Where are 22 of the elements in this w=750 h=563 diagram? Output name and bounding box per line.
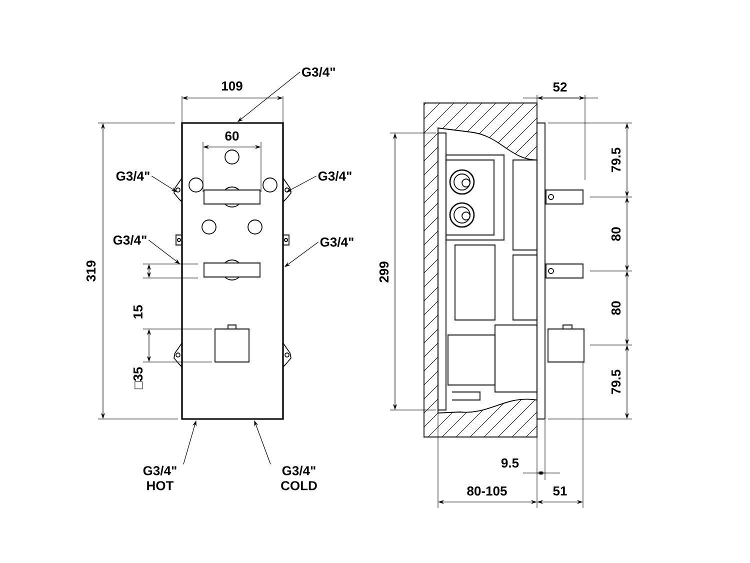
callout-label: G3/4" <box>116 171 150 181</box>
dimension-label: □35 <box>132 366 144 390</box>
callout-label: G3/4" <box>320 237 354 247</box>
callout-label: G3/4" <box>318 171 352 181</box>
callout-label: G3/4" <box>302 67 335 77</box>
mounting-plate <box>181 122 284 420</box>
callout-label: G3/4" <box>113 235 146 245</box>
dimension-label: 60 <box>224 130 240 142</box>
dimension-label: 319 <box>85 259 97 283</box>
dimension-label: 80-105 <box>466 485 508 497</box>
dimension-label: 51 <box>552 485 568 497</box>
dimension-label: 109 <box>220 80 244 92</box>
dimension-label: 79.5 <box>610 368 622 396</box>
callout-label: G3/4" HOT <box>143 466 176 490</box>
dimension-label: 79.5 <box>610 146 622 174</box>
dimension-label: 52 <box>552 81 568 93</box>
dimension-label: 80 <box>610 226 622 242</box>
callout-label: G3/4" COLD <box>281 466 317 490</box>
dimension-label: 299 <box>378 260 390 284</box>
dimension-label: 9.5 <box>500 457 520 469</box>
dimension-label: 15 <box>132 304 144 320</box>
dimension-label: 80 <box>610 300 622 316</box>
